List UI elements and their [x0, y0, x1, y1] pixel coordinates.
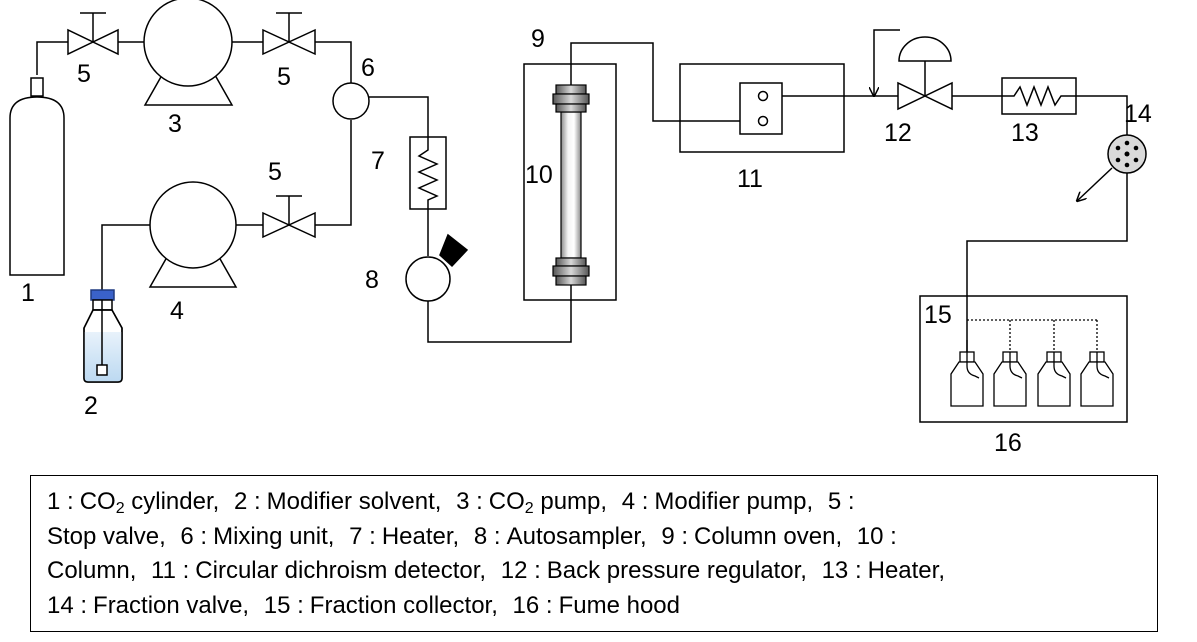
label-10: 10 [525, 161, 553, 189]
label-4: 4 [170, 297, 184, 325]
solvent-bottle [83, 289, 123, 383]
fume-hood [919, 295, 1128, 423]
back-pressure-regulator [897, 36, 953, 111]
cd-detector [679, 63, 845, 153]
legend-entry: 3 :CO2 pump, [456, 488, 608, 517]
legend-entry: 16 :Fume hood [512, 591, 680, 619]
legend-key: 7 : [349, 522, 376, 550]
autosampler [405, 233, 469, 302]
label-2: 2 [84, 392, 98, 420]
legend-line: Column, 11 :Circular dichroism detector,… [47, 554, 1157, 589]
legend-key: 14 : [47, 591, 88, 619]
legend-key: 3 : [456, 488, 483, 515]
collection-vial [993, 351, 1027, 407]
legend-box: 1 :CO2 cylinder, 2 :Modifier solvent, 3 … [30, 475, 1158, 632]
label-3: 3 [168, 110, 182, 138]
legend-entry: 7 :Heater, [349, 522, 460, 550]
legend-key: 16 : [512, 591, 553, 619]
label-15: 15 [924, 301, 952, 329]
label-11: 11 [737, 165, 763, 193]
legend-key: 1 : [47, 488, 74, 515]
collection-vial [1037, 351, 1071, 407]
fraction-valve [1107, 134, 1147, 174]
waste-arrow [1077, 167, 1113, 201]
column-to-detector-line [570, 42, 760, 122]
legend-entry: 13 :Heater, [821, 557, 945, 584]
legend-entry: 8 :Autosampler, [473, 522, 647, 550]
label-13: 13 [1011, 119, 1039, 147]
legend-entry: 6 :Mixing unit, [180, 522, 335, 550]
label-5a: 5 [77, 60, 91, 88]
legend-key: 5 : [827, 488, 855, 515]
legend-key: 12 : [500, 557, 541, 584]
legend-key: 4 : [621, 488, 649, 515]
legend-line: 1 :CO2 cylinder, 2 :Modifier solvent, 3 … [47, 485, 1157, 520]
legend-key: 13 : [821, 557, 862, 584]
legend-entry: 15 :Fraction collector, [263, 591, 498, 619]
heater-2 [1001, 77, 1077, 115]
label-1: 1 [21, 279, 35, 307]
stop-valve [67, 12, 119, 56]
sampler-to-column-line [427, 282, 572, 343]
legend-key: 11 : [151, 557, 190, 584]
mixer-to-heater-line [368, 96, 429, 137]
heater [409, 136, 447, 210]
legend-key: 8 : [473, 522, 501, 550]
modifier-pump [148, 181, 238, 288]
legend-entry: 14 :Fraction valve, [47, 591, 250, 619]
legend-line: 14 :Fraction valve, 15 :Fraction collect… [47, 589, 1157, 624]
co2-line-to-mixer [315, 41, 352, 84]
legend-entry: 4 :Modifier pump, [621, 488, 814, 515]
legend-key: 6 : [180, 522, 208, 550]
legend-key: 10 : [856, 522, 897, 550]
legend-entry: Stop valve, [47, 522, 166, 550]
label-5c: 5 [268, 158, 282, 186]
fraction-valve-to-collector-line [966, 173, 1128, 365]
legend-line: Stop valve, 6 :Mixing unit, 7 :Heater, 8… [47, 520, 1157, 555]
legend-entry: 9 :Column oven, [661, 522, 843, 550]
collection-vial [1080, 351, 1114, 407]
heater-to-fraction-valve-line [1076, 95, 1128, 135]
legend-key: 15 : [263, 591, 304, 619]
label-5b: 5 [277, 63, 291, 91]
collection-vial [950, 340, 984, 407]
co2-pump [143, 0, 234, 106]
column-oven [523, 63, 617, 301]
legend-key: 2 : [233, 488, 261, 515]
bpr-feedback-line [874, 29, 900, 96]
modifier-line [101, 224, 150, 295]
modifier-line-to-mixer [315, 120, 352, 226]
label-9: 9 [531, 25, 545, 53]
mixing-unit [332, 82, 370, 120]
label-16: 16 [994, 429, 1022, 457]
legend-entry: 12 :Back pressure regulator, [500, 557, 807, 584]
label-6: 6 [361, 54, 375, 82]
stop-valve [262, 195, 316, 239]
column [552, 84, 590, 286]
legend-entry: 11 :Circular dichroism detector, [151, 557, 487, 584]
label-12: 12 [884, 119, 912, 147]
fraction-collector [950, 319, 1114, 407]
legend-entry: 5 : [828, 488, 861, 515]
label-7: 7 [371, 147, 385, 175]
legend-entry: 1 :CO2 cylinder, [47, 488, 220, 517]
label-14: 14 [1124, 100, 1152, 128]
legend-entry: 2 :Modifier solvent, [233, 488, 442, 515]
co2-cylinder [9, 77, 65, 276]
label-8: 8 [365, 266, 379, 294]
co2-feed-line [36, 41, 68, 75]
stop-valve [262, 12, 316, 56]
legend-entry: Column, [47, 557, 137, 584]
legend-key: 9 : [661, 522, 689, 550]
legend-entry: 10 : [857, 523, 903, 550]
